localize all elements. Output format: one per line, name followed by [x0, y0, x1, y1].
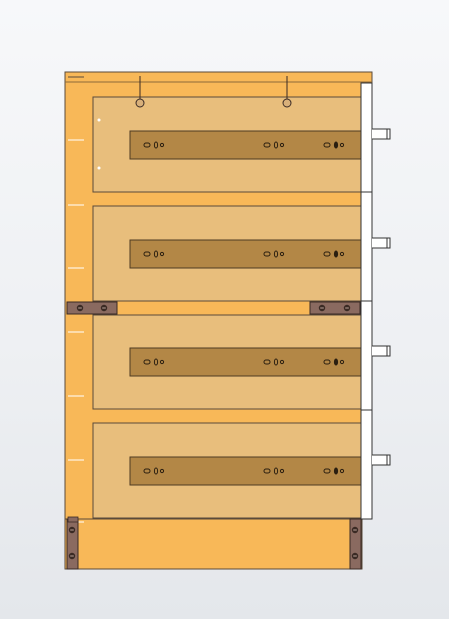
slide-rail: [129, 239, 362, 269]
drawer-1: [92, 76, 362, 193]
slide-rail: [129, 347, 362, 377]
drawer-fronts: [360, 82, 373, 520]
cabinet-base: [64, 518, 363, 570]
drawer-3: [92, 314, 362, 410]
drawer-2: [92, 205, 362, 302]
hook-icon: [135, 76, 292, 108]
slide-rail: [129, 456, 362, 486]
base-bracket-icon: [66, 516, 362, 570]
mounting-bracket-icon: [66, 301, 361, 315]
drawer-4: [92, 422, 362, 519]
handle-icon: [372, 128, 391, 466]
slide-rail: [129, 130, 362, 160]
